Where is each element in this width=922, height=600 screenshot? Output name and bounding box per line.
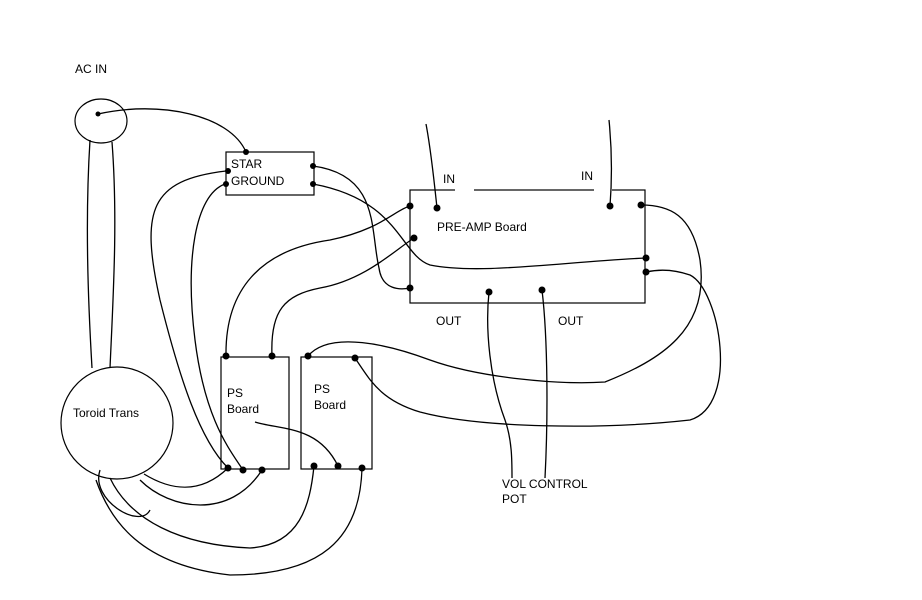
terminal	[538, 286, 546, 294]
label-vol-control-1: VOL CONTROL	[502, 477, 588, 491]
label-out-left: OUT	[436, 314, 462, 328]
terminal	[268, 352, 276, 360]
terminals	[95, 111, 650, 474]
wire-out-to-pot-1	[487, 291, 513, 479]
label-in-right: IN	[581, 169, 593, 183]
terminal	[224, 464, 232, 472]
label-ps1-line2: Board	[227, 402, 259, 416]
label-in-left: IN	[443, 172, 455, 186]
terminal	[410, 234, 418, 242]
wire-ps2-to-preamp	[307, 204, 702, 384]
terminal	[358, 464, 366, 472]
wire-ac-to-star	[97, 108, 247, 153]
wire-star-to-ps1-b	[190, 183, 244, 471]
wire-star-to-ps1-top	[312, 165, 411, 290]
wire-toroid-to-ps2-b	[95, 467, 363, 576]
wire-in-right	[608, 119, 613, 207]
label-star-ground-2: GROUND	[231, 174, 285, 188]
label-toroid: Toroid Trans	[73, 406, 139, 420]
wire-ps2-to-preamp-b	[354, 269, 722, 427]
terminal	[642, 254, 650, 262]
wire-ac-to-toroid-2	[109, 141, 116, 369]
wire-ps1-to-preamp-a	[225, 205, 411, 357]
wire-ps1-to-ps2	[254, 421, 339, 467]
label-star-ground-1: STAR	[231, 157, 262, 171]
wire-ps1-to-preamp-b	[271, 237, 415, 357]
terminal	[310, 163, 316, 169]
wires	[86, 108, 722, 576]
terminal	[433, 204, 441, 212]
wire-ac-to-toroid-1	[86, 139, 93, 369]
terminal	[223, 181, 229, 187]
toroid-transformer	[60, 366, 174, 480]
terminal	[406, 202, 414, 210]
star-ground-block	[225, 151, 315, 196]
label-out-right: OUT	[558, 314, 584, 328]
terminal	[406, 284, 414, 292]
terminal	[258, 466, 266, 474]
terminal	[485, 288, 493, 296]
ps-board-right	[300, 356, 373, 470]
wire-out-to-pot-2	[541, 289, 548, 479]
label-vol-control-2: POT	[502, 492, 527, 506]
ps-board-left	[220, 356, 290, 470]
label-ps1-line1: PS	[227, 386, 243, 400]
wire-toroid-to-ps1-b	[139, 469, 263, 506]
terminal	[606, 202, 614, 210]
terminal	[351, 354, 359, 362]
preamp-board	[409, 189, 646, 304]
wire-star-to-ps1-a	[150, 170, 229, 469]
wire-toroid-loop	[98, 469, 151, 517]
wire-toroid-to-ps2-a	[109, 465, 315, 549]
terminal	[310, 181, 316, 187]
label-preamp-board: PRE-AMP Board	[437, 220, 527, 234]
terminal	[310, 462, 318, 470]
label-ac-in: AC IN	[75, 62, 107, 76]
terminal	[334, 462, 342, 470]
terminal	[222, 352, 230, 360]
terminal	[304, 352, 312, 360]
ac-inlet	[74, 98, 128, 144]
terminal	[243, 149, 249, 155]
terminal	[642, 268, 650, 276]
label-ps2-line1: PS	[314, 382, 330, 396]
terminal	[637, 201, 645, 209]
terminal	[239, 466, 247, 474]
label-ps2-line2: Board	[314, 398, 346, 412]
wire-star-to-preamp	[312, 183, 647, 270]
terminal	[225, 168, 231, 174]
terminal	[95, 111, 101, 117]
wire-in-left	[425, 123, 438, 209]
wire-toroid-to-ps1-a	[143, 467, 229, 488]
